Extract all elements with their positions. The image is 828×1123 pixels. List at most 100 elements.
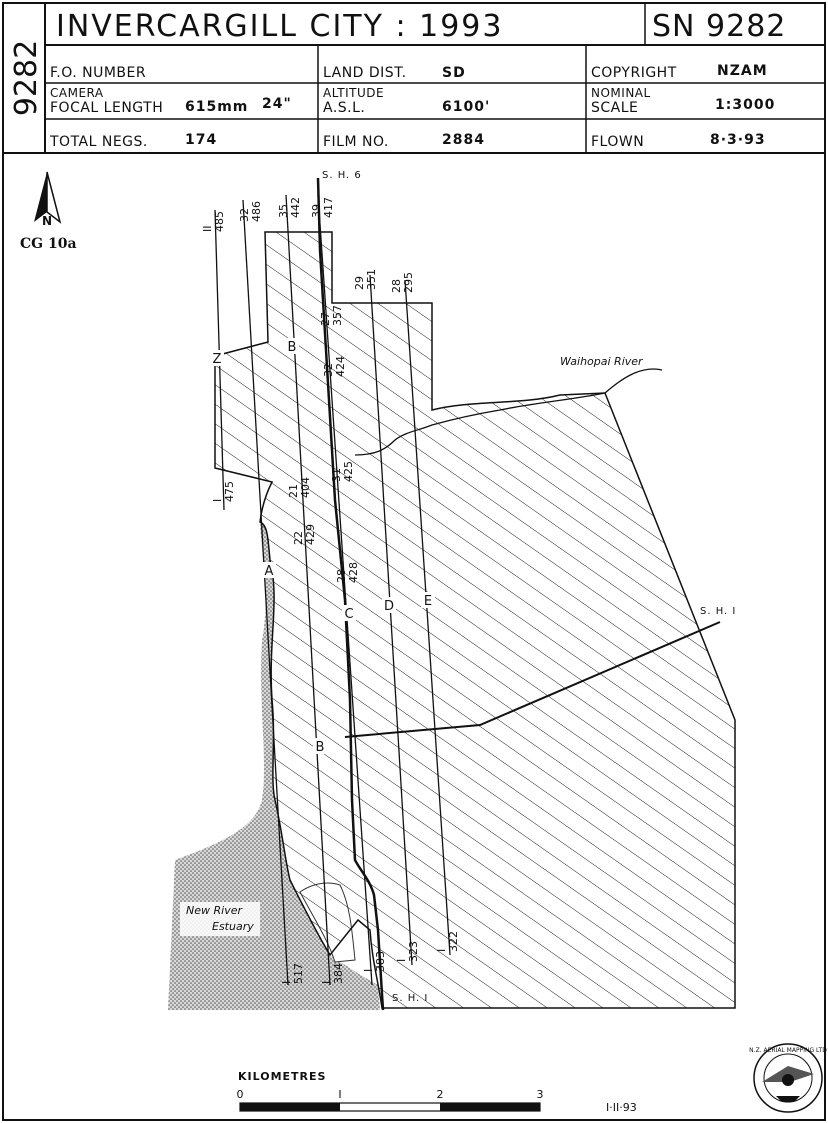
svg-text:27: 27 bbox=[319, 312, 332, 326]
svg-text:424: 424 bbox=[334, 356, 347, 377]
altitude-label: ALTITUDE bbox=[323, 86, 384, 100]
scale-tick-1: I bbox=[338, 1088, 341, 1101]
svg-text:39: 39 bbox=[310, 204, 323, 218]
svg-text:New River: New River bbox=[186, 904, 243, 917]
flown-label: FLOWN bbox=[591, 134, 644, 150]
scale-label: SCALE bbox=[591, 100, 638, 116]
altitude-value: 6100' bbox=[442, 99, 490, 115]
svg-text:428: 428 bbox=[347, 562, 360, 583]
svg-text:417: 417 bbox=[322, 197, 335, 218]
run-b-line bbox=[285, 194, 331, 986]
frame-label-1-322: I 322 bbox=[435, 931, 460, 952]
scale-bar-title: KILOMETRES bbox=[238, 1070, 326, 1083]
total-negs-label: TOTAL NEGS. bbox=[49, 134, 148, 150]
flown-value: 8·3·93 bbox=[710, 132, 766, 148]
scale-tick-2: 2 bbox=[437, 1088, 444, 1101]
svg-text:31: 31 bbox=[330, 468, 343, 482]
svg-text:28: 28 bbox=[335, 569, 348, 583]
road-label-sh1-south: S. H. I bbox=[392, 993, 428, 1004]
run-letter-z: Z bbox=[213, 352, 222, 367]
svg-text:II: II bbox=[201, 226, 214, 233]
focal-mm-value: 615mm bbox=[185, 99, 248, 115]
frame-label-35-442: 35 442 bbox=[277, 197, 302, 218]
cg-reference: CG 10a bbox=[20, 236, 77, 252]
svg-text:384: 384 bbox=[332, 963, 345, 984]
land-dist-label: LAND DIST. bbox=[323, 65, 407, 81]
scale-tick-0: 0 bbox=[237, 1088, 244, 1101]
frame-label-1-384: I 384 bbox=[320, 963, 345, 984]
svg-text:323: 323 bbox=[407, 941, 420, 962]
asl-label: A.S.L. bbox=[323, 100, 365, 116]
copyright-value: NZAM bbox=[717, 63, 768, 79]
fo-number-label: F.O. NUMBER bbox=[50, 65, 146, 81]
road-label-sh1-east: S. H. I bbox=[700, 606, 736, 617]
svg-text:I: I bbox=[395, 959, 408, 962]
frame-label-21-404: 21 404 bbox=[287, 477, 312, 498]
svg-text:486: 486 bbox=[250, 201, 263, 222]
estuary-label: New River Estuary bbox=[180, 902, 260, 936]
svg-text:32: 32 bbox=[238, 208, 251, 222]
svg-text:295: 295 bbox=[402, 272, 415, 293]
header-block: 9282 INVERCARGILL CITY : 1993 SN 9282 F.… bbox=[3, 3, 825, 154]
svg-text:Estuary: Estuary bbox=[212, 920, 254, 933]
frame-label-z-bottom: I 475 bbox=[211, 481, 236, 502]
frame-label-1-383: I 383 bbox=[362, 951, 387, 972]
svg-text:357: 357 bbox=[331, 305, 344, 326]
run-a-line bbox=[242, 199, 289, 986]
date-stamp: I·II·93 bbox=[606, 1101, 637, 1114]
run-letter-e: E bbox=[424, 594, 432, 609]
frame-label-28-295: 28 295 bbox=[390, 272, 415, 293]
svg-text:404: 404 bbox=[299, 477, 312, 498]
coverage-area bbox=[214, 231, 736, 1009]
focal-length-label: FOCAL LENGTH bbox=[50, 100, 163, 116]
scale-bar: KILOMETRES 0 I 2 3 bbox=[237, 1070, 544, 1112]
svg-text:442: 442 bbox=[289, 197, 302, 218]
film-no-value: 2884 bbox=[442, 132, 485, 148]
scale-tick-3: 3 bbox=[537, 1088, 544, 1101]
svg-text:485: 485 bbox=[213, 211, 226, 232]
frame-numbers: II 485 I 475 32 486 35 442 39 417 29 351 bbox=[201, 197, 460, 984]
frame-label-32-486: 32 486 bbox=[238, 201, 263, 222]
svg-text:I: I bbox=[320, 981, 333, 984]
road-label-sh6: S. H. 6 bbox=[322, 170, 362, 181]
frame-label-22-429: 22 429 bbox=[292, 524, 317, 545]
frame-label-39-417: 39 417 bbox=[310, 197, 335, 218]
svg-text:21: 21 bbox=[287, 484, 300, 498]
svg-text:383: 383 bbox=[374, 951, 387, 972]
svg-text:I: I bbox=[211, 499, 224, 502]
svg-text:I: I bbox=[435, 949, 448, 952]
run-letter-b-bottom: B bbox=[316, 740, 325, 755]
svg-text:35: 35 bbox=[277, 204, 290, 218]
frame-label-28-428: 28 428 bbox=[335, 562, 360, 583]
svg-text:517: 517 bbox=[292, 963, 305, 984]
run-d-line bbox=[369, 274, 413, 966]
svg-text:429: 429 bbox=[304, 524, 317, 545]
svg-text:I: I bbox=[362, 969, 375, 972]
side-sheet-number: 9282 bbox=[9, 40, 44, 116]
focal-inch-value: 24" bbox=[262, 96, 292, 112]
frame-label-29-351: 29 351 bbox=[353, 269, 378, 290]
frame-label-1-517: I 517 bbox=[280, 963, 305, 984]
svg-text:351: 351 bbox=[365, 269, 378, 290]
run-letter-d: D bbox=[384, 599, 394, 614]
river-label: Waihopai River bbox=[560, 355, 644, 368]
run-labels: Z B A C D E B bbox=[210, 338, 435, 755]
sheet-sn: SN 9282 bbox=[652, 9, 786, 44]
run-letter-c: C bbox=[344, 607, 353, 622]
run-letter-b-top: B bbox=[288, 340, 297, 355]
road-sh1-east bbox=[344, 621, 721, 738]
north-letter: N bbox=[42, 214, 52, 228]
svg-text:28: 28 bbox=[390, 279, 403, 293]
map-area: N CG 10a Waihopai River S. H. 6 S. H. I … bbox=[20, 170, 736, 1011]
north-arrow-icon: N bbox=[34, 171, 62, 228]
copyright-label: COPYRIGHT bbox=[591, 65, 677, 81]
film-no-label: FILM NO. bbox=[323, 134, 389, 150]
run-letter-a: A bbox=[265, 564, 274, 579]
scale-value: 1:3000 bbox=[715, 97, 775, 113]
frame-label-32-424: 32 424 bbox=[322, 356, 347, 377]
frame-label-z-top: II 485 bbox=[201, 211, 226, 232]
waihopai-river bbox=[354, 368, 663, 456]
nz-aerial-mapping-logo-icon: N.Z. AERIAL MAPPING LTD bbox=[749, 1043, 827, 1113]
run-c-line bbox=[317, 194, 373, 986]
